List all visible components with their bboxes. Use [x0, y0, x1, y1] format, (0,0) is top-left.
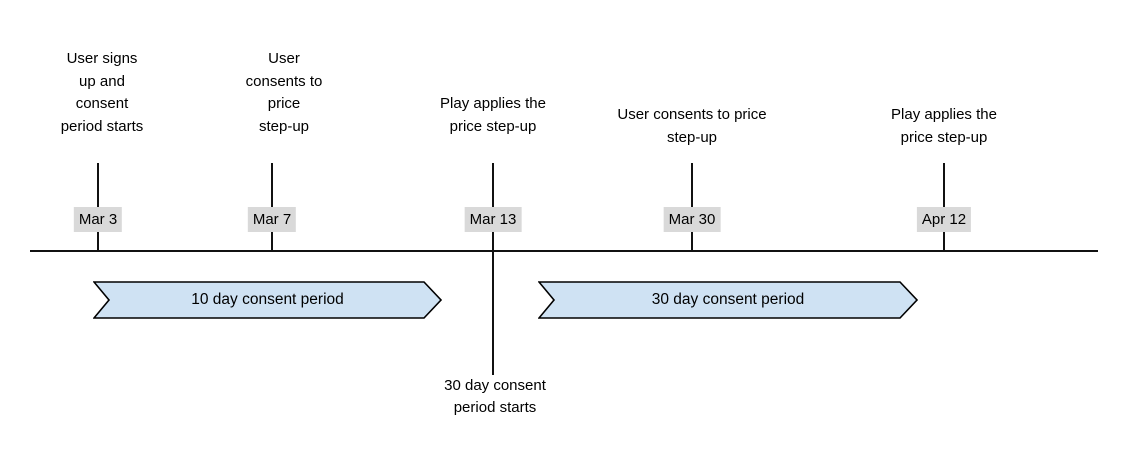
event-label-mar3: User signs up and consent period starts [60, 50, 144, 135]
consent-start-note: 30 day consent period starts [444, 377, 546, 416]
event-tick-mar30 [691, 163, 693, 250]
period-label-30day: 30 day consent period [651, 291, 805, 308]
event-date-chip-mar30: Mar 30 [663, 207, 721, 232]
period-arrow-30day: 30 day consent period [538, 281, 918, 319]
event-label-mar13: Play applies the price step-up [440, 95, 546, 135]
period-label-10day: 10 day consent period [191, 291, 344, 308]
period-arrow-shape [538, 281, 918, 319]
event-label-apr12: Play applies the price step-up [891, 106, 997, 146]
event-tick-mar7 [271, 163, 273, 250]
event-tick-mar3 [97, 163, 99, 250]
event-date-chip-apr12: Apr 12 [916, 207, 972, 232]
event-label-mar30: User consents to price step-up [617, 106, 767, 146]
event-date-chip-mar13: Mar 13 [464, 207, 522, 232]
event-label-mar7: User consents to price step-up [245, 50, 323, 135]
period-arrow-shape [93, 281, 442, 319]
event-date-chip-mar3: Mar 3 [73, 207, 123, 232]
period-arrow-10day: 10 day consent period [93, 281, 442, 319]
timeline-axis [30, 250, 1098, 252]
event-tick-mar13 [492, 163, 494, 375]
event-tick-apr12 [943, 163, 945, 250]
event-date-chip-mar7: Mar 7 [247, 207, 297, 232]
